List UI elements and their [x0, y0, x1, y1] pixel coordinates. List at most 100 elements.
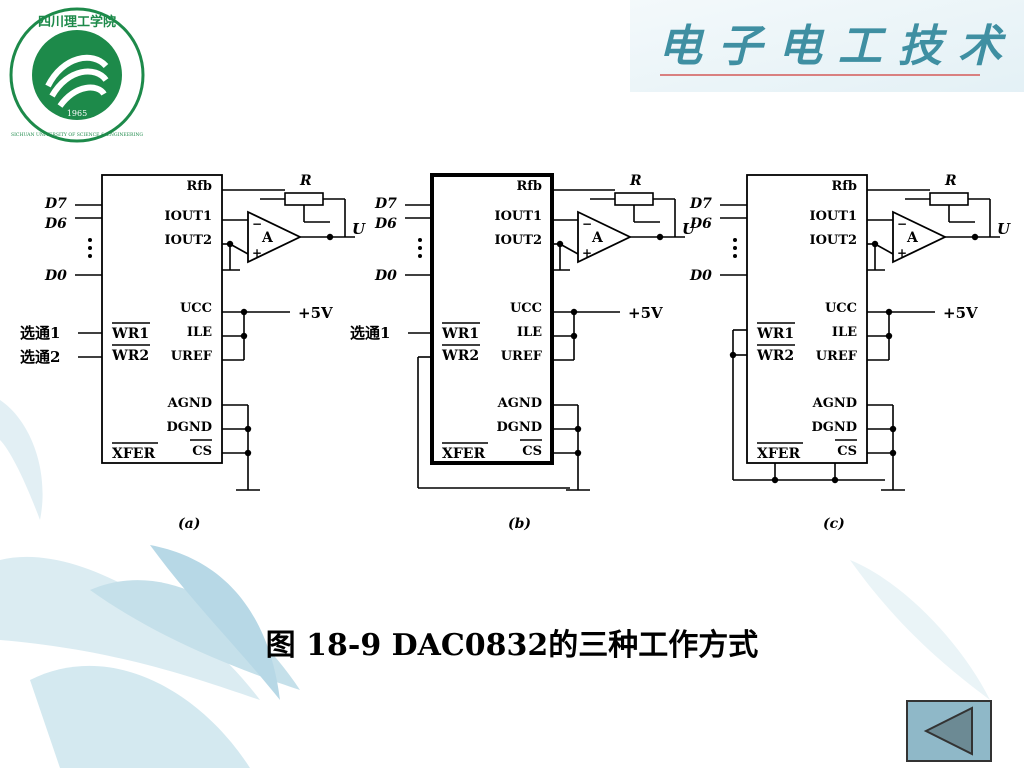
pin-label-right: Rfb	[832, 179, 858, 194]
op-amp-label: A	[591, 230, 604, 246]
supply-label: +5V	[628, 304, 663, 322]
wire	[559, 243, 579, 255]
pin-label-right: AGND	[812, 396, 857, 411]
ellipsis-dot	[733, 254, 737, 258]
subfigure-label: (c)	[823, 516, 845, 532]
op-amp-plus: +	[252, 246, 262, 260]
leaf-shape	[0, 556, 260, 700]
pin-label-right: ILE	[832, 325, 857, 340]
leaf-shape	[90, 580, 300, 690]
junction-dot	[326, 233, 334, 241]
pin-label-right: Rfb	[517, 179, 543, 194]
ellipsis-dot	[88, 254, 92, 258]
output-label: U	[997, 220, 1011, 238]
pin-label-right: AGND	[167, 396, 212, 411]
op-amp	[247, 210, 303, 264]
leaf-shape	[150, 545, 280, 700]
op-amp-plus: +	[897, 246, 907, 260]
pin-label-right: IOUT1	[165, 209, 212, 224]
pin-label-right: Rfb	[187, 179, 213, 194]
data-pin-label: D7	[374, 196, 397, 212]
pin-label-right: ILE	[187, 325, 212, 340]
pin-label-right: UREF	[171, 349, 213, 364]
ellipsis-dot	[88, 238, 92, 242]
op-amp-label: A	[261, 230, 274, 246]
pin-label-xfer: XFER	[442, 446, 485, 462]
pin-label-right: IOUT2	[165, 233, 212, 248]
wire	[874, 243, 894, 255]
circuit-3: D7D6D0WR1WR2XFERRfbIOUT1IOUT2UCCILEUREFA…	[689, 173, 1011, 532]
wire	[229, 243, 249, 255]
chip-body	[430, 173, 554, 465]
pin-label-wr1: WR1	[111, 326, 149, 342]
pin-label-right: UREF	[816, 349, 858, 364]
op-amp-label: A	[906, 230, 919, 246]
op-amp-plus: +	[582, 246, 592, 260]
pin-label-right: IOUT1	[495, 209, 542, 224]
data-pin-label: D6	[374, 216, 397, 232]
pin-label-right: CS	[522, 444, 542, 459]
logo-title: 四川理工学院	[38, 14, 116, 30]
header-band	[630, 0, 1024, 92]
pin-label-right: IOUT1	[810, 209, 857, 224]
pin-label-wr1: WR1	[756, 326, 794, 342]
strobe-input-label: 选通1	[20, 324, 60, 342]
feedback-resistor	[614, 192, 654, 206]
supply-label: +5V	[943, 304, 978, 322]
figure-caption: 图 18-9 DAC0832的三种工作方式	[265, 628, 759, 663]
ellipsis-dot	[418, 238, 422, 242]
pin-label-right: IOUT2	[810, 233, 857, 248]
back-arrow-icon	[923, 706, 973, 756]
pin-label-wr2: WR2	[756, 348, 794, 364]
pin-label-wr1: WR1	[441, 326, 479, 342]
leaf-shape	[850, 560, 990, 700]
university-logo: 四川理工学院 1965 SICHUAN UNIVERSITY OF SCIENC…	[9, 7, 145, 143]
output-label: U	[682, 220, 696, 238]
chip-body	[101, 174, 223, 464]
data-pin-label: D0	[374, 268, 397, 284]
circuit-2: D7D6D0WR1WR2XFERRfbIOUT1IOUT2UCCILEUREFA…	[350, 173, 696, 532]
slide-title: 电子电工技术	[658, 21, 1018, 72]
feedback-resistor	[929, 192, 969, 206]
feedback-resistor	[284, 192, 324, 206]
pin-label-right: UCC	[825, 301, 857, 316]
junction-dot	[656, 233, 664, 241]
pin-label-wr2: WR2	[111, 348, 149, 364]
title-underline	[660, 74, 980, 76]
logo-ring-text: SICHUAN UNIVERSITY OF SCIENCE & ENGINEER…	[11, 132, 143, 138]
data-pin-label: D0	[689, 268, 712, 284]
junction-dot	[971, 233, 979, 241]
ellipsis-dot	[733, 246, 737, 250]
pin-label-right: AGND	[497, 396, 542, 411]
leaf-shape	[0, 400, 43, 520]
pin-label-right: UCC	[510, 301, 542, 316]
resistor-label: R	[944, 173, 957, 189]
pin-label-right: CS	[837, 444, 857, 459]
pin-label-right: DGND	[496, 420, 542, 435]
ellipsis-dot	[88, 246, 92, 250]
ellipsis-dot	[418, 254, 422, 258]
pin-label-wr2: WR2	[441, 348, 479, 364]
data-pin-label: D6	[44, 216, 67, 232]
strobe-input-label: 选通2	[20, 348, 60, 366]
circuit-1: D7D6D0WR1WR2XFERRfbIOUT1IOUT2UCCILEUREFA…	[20, 173, 366, 532]
pin-label-xfer: XFER	[112, 446, 155, 462]
op-amp-minus: −	[252, 217, 262, 231]
pin-label-right: CS	[192, 444, 212, 459]
junction-dot	[729, 351, 737, 359]
pin-label-right: UCC	[180, 301, 212, 316]
chip-body	[746, 174, 868, 464]
logo-year: 1965	[67, 109, 87, 118]
pin-label-right: ILE	[517, 325, 542, 340]
ellipsis-dot	[418, 246, 422, 250]
data-pin-label: D6	[689, 216, 712, 232]
subfigure-label: (b)	[508, 516, 531, 532]
ellipsis-dot	[733, 238, 737, 242]
strobe-input-label: 选通1	[350, 324, 390, 342]
leaf-shape	[30, 665, 250, 768]
back-button[interactable]	[906, 700, 992, 762]
op-amp-minus: −	[897, 217, 907, 231]
